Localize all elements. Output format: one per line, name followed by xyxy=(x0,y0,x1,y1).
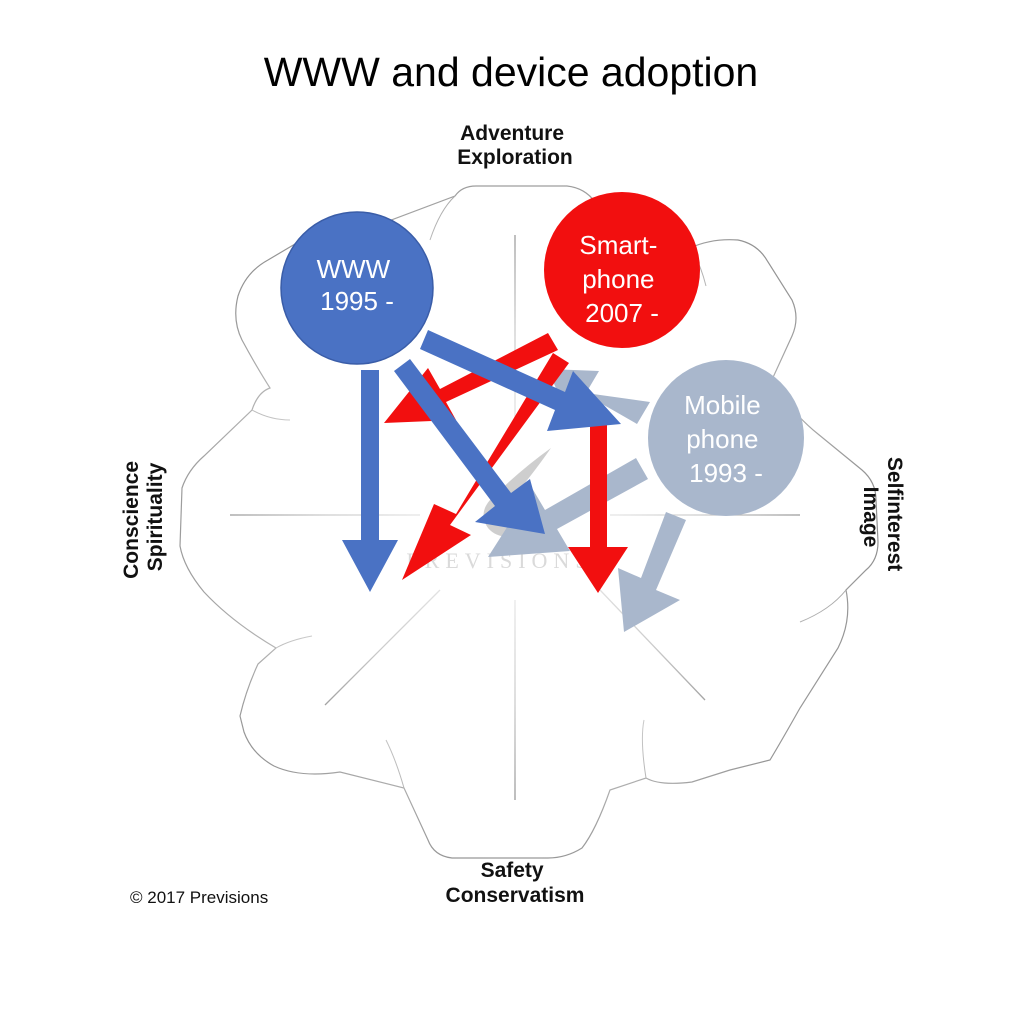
node-mobile: Mobile phone 1993 - xyxy=(648,360,804,516)
arrow-www-to-center xyxy=(394,359,545,534)
node-smartphone-line-3: 2007 - xyxy=(585,298,659,328)
diagram-title: WWW and device adoption xyxy=(264,49,759,95)
node-www-line-2: 1995 - xyxy=(320,286,394,316)
node-mobile-line-3: 1993 - xyxy=(689,458,763,488)
axis-label-left: Conscience Spirituality xyxy=(120,455,167,579)
node-smartphone-line-1: Smart- xyxy=(579,230,657,260)
axis-label-right: Selfinterest Image xyxy=(859,457,906,577)
axis-label-bottom: Safety Conservatism xyxy=(446,859,585,907)
svg-text:Mobile phone 1993: Mobile phone 1993 - xyxy=(684,390,768,488)
arrow-smartphone-down xyxy=(568,420,628,593)
arrow-mobile-to-center xyxy=(488,458,648,557)
arrow-mobile-to-bottom-right xyxy=(618,512,686,632)
arrow-www-down xyxy=(342,370,398,592)
node-smartphone: Smart- phone 2007 - xyxy=(544,192,700,348)
node-mobile-line-1: Mobile xyxy=(684,390,761,420)
svg-text:WWW 1995 -: WWW 1995 - xyxy=(317,254,398,316)
node-mobile-circle xyxy=(648,360,804,516)
copyright-text: © 2017 Previsions xyxy=(130,888,268,907)
svg-text:Smart- phone 2007: Smart- phone 2007 - xyxy=(579,230,664,328)
axis-label-top: Adventure Exploration xyxy=(457,122,573,169)
node-www-circle xyxy=(280,211,434,365)
node-www-line-1: WWW xyxy=(317,254,391,284)
adoption-arrows xyxy=(342,330,686,632)
node-mobile-line-2: phone xyxy=(686,424,758,454)
node-smartphone-circle xyxy=(544,192,700,348)
node-smartphone-line-2: phone xyxy=(582,264,654,294)
node-www: WWW 1995 - xyxy=(280,211,434,365)
arrow-www-to-right xyxy=(420,330,621,431)
